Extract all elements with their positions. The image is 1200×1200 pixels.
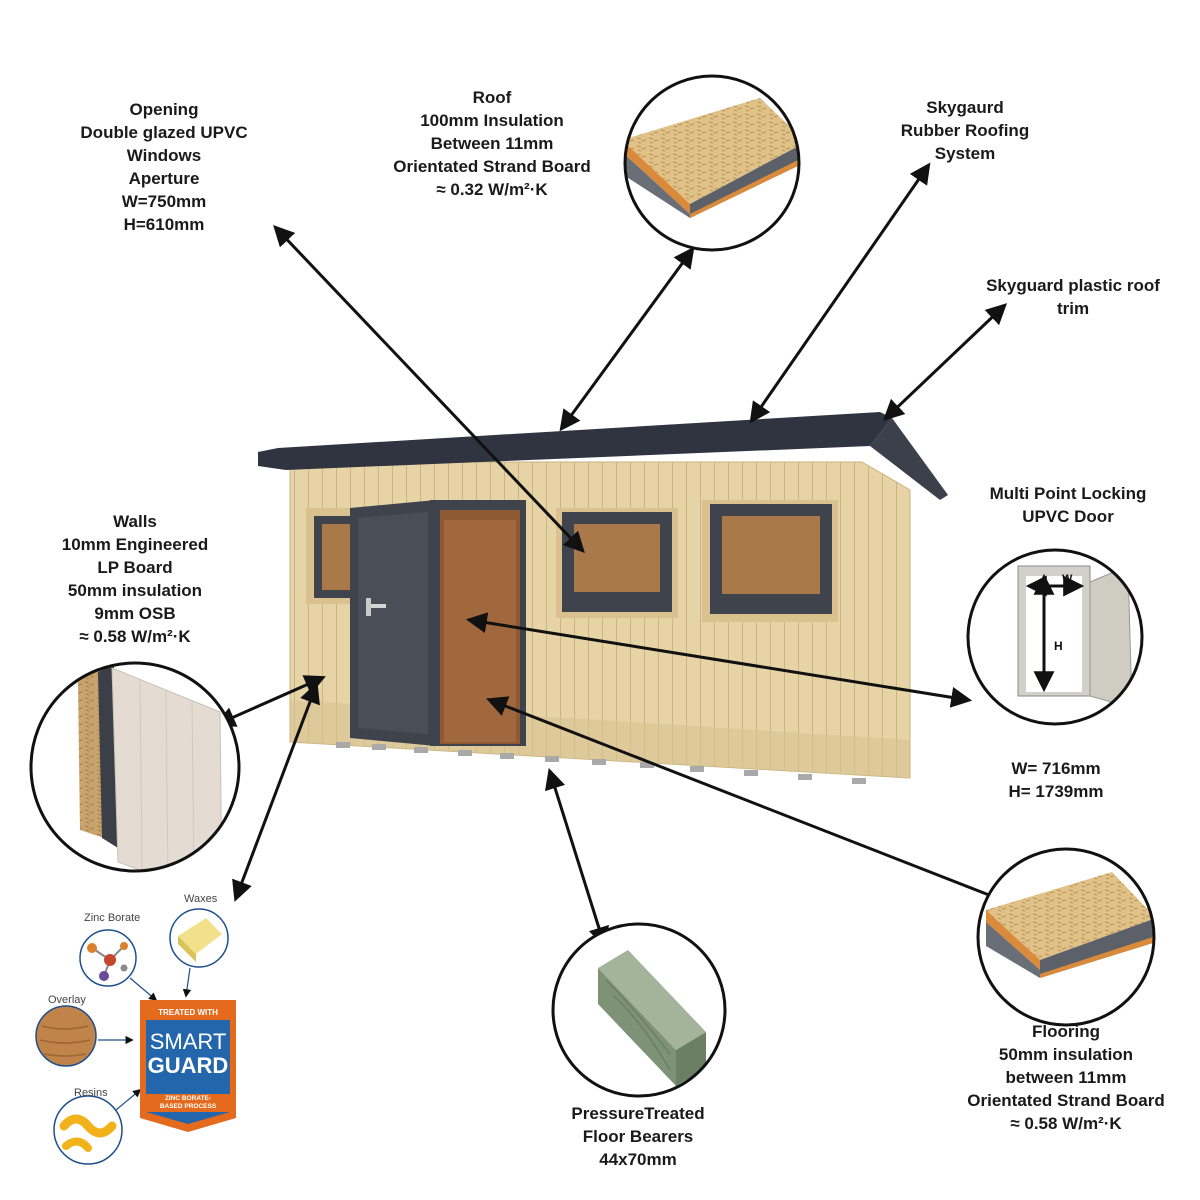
- arrow-windows: [273, 224, 585, 554]
- label-floor-bearers: PressureTreated Floor Bearers 44x70mm: [571, 1104, 705, 1169]
- flooring-panel-detail: [976, 847, 1156, 1027]
- wall-layers-detail: [29, 661, 241, 873]
- floor-bearer-detail: [551, 922, 727, 1098]
- label-roof-trim: Skyguard plastic roof trim: [986, 276, 1160, 318]
- label-door-dimensions: W= 716mm H= 1739mm: [1008, 759, 1104, 801]
- window-middle-glass: [574, 524, 660, 592]
- garden-room-illustration: [258, 412, 948, 784]
- label-walls: Walls 10mm Engineered LP Board 50mm insu…: [61, 512, 209, 646]
- door-handle: [368, 604, 386, 608]
- label-flooring: Flooring 50mm insulation between 11mm Or…: [967, 1022, 1165, 1133]
- door-width-letter: W: [1062, 573, 1073, 585]
- badge-process: ZINC BORATE- BASED PROCESS: [159, 1095, 217, 1110]
- label-door: Multi Point Locking UPVC Door: [989, 484, 1147, 526]
- window-left-glass: [322, 524, 350, 590]
- window-right-glass: [722, 516, 820, 594]
- arrow-rubber-roof: [749, 162, 931, 424]
- badge-treated-with: TREATED WITH: [158, 1008, 218, 1017]
- label-roof: Roof 100mm Insulation Between 11mm Orien…: [393, 88, 591, 199]
- roof-panel-detail: [623, 74, 801, 252]
- label-zinc-borate: Zinc Borate: [84, 912, 141, 924]
- door-height-letter: H: [1054, 639, 1063, 653]
- arrow-bearers: [545, 767, 609, 949]
- overlay-icon: [35, 1005, 97, 1067]
- door-dimension-detail: W H: [966, 548, 1144, 726]
- arrow-smartguard: [232, 682, 320, 902]
- label-resins: Resins: [74, 1087, 108, 1099]
- label-overlay: Overlay: [48, 994, 86, 1006]
- arrow-roof: [559, 246, 695, 432]
- flat-roof: [258, 412, 892, 470]
- label-rubber-roofing: Skygaurd Rubber Roofing System: [900, 98, 1030, 163]
- arrow-flooring: [486, 696, 1016, 908]
- label-windows: Opening Double glazed UPVC Windows Apert…: [80, 100, 248, 234]
- pointer-arrows: [214, 162, 1016, 949]
- smartguard-badge: [140, 1000, 236, 1132]
- badge-guard: GUARD: [147, 1053, 229, 1078]
- arrow-door: [465, 612, 973, 708]
- arrow-roof-trim: [882, 303, 1008, 421]
- badge-smart: SMART: [149, 1029, 227, 1054]
- smartguard-infographic: [35, 908, 236, 1165]
- label-waxes: Waxes: [184, 893, 218, 905]
